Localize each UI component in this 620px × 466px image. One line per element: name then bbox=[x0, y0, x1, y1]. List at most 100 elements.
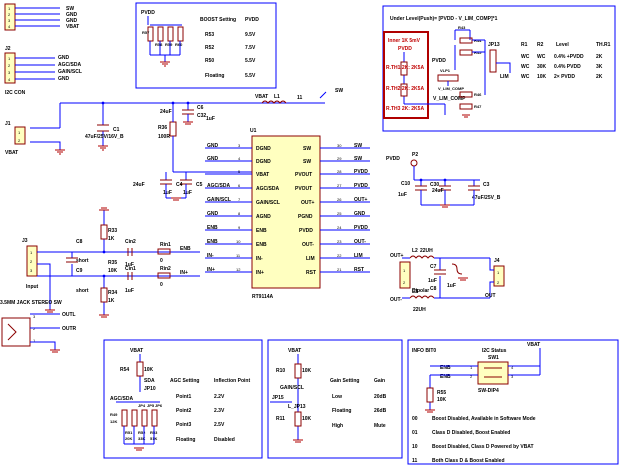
top-net-gnd2: GND bbox=[66, 18, 78, 24]
rp10-name: RST bbox=[306, 270, 316, 276]
limit-pvdd-label: PVDD bbox=[432, 58, 446, 64]
output-filter: OUT+ OUT- 1 2 L2 22UH L3 22UH C7 1uF Bip… bbox=[390, 248, 505, 313]
agc-r52-val: 33K bbox=[138, 436, 145, 441]
boost-col2: PVDD bbox=[245, 17, 259, 23]
j3-pin-2: 2 bbox=[30, 259, 33, 264]
agc-sda: SDA bbox=[144, 378, 155, 384]
rp5-name: OUT+ bbox=[301, 200, 315, 206]
j2-pin-4: 4 bbox=[8, 77, 11, 82]
limit-t1-r2: WC bbox=[537, 54, 546, 60]
agc-row2-s: Point2 bbox=[176, 408, 191, 414]
limit-t2-level: 0.4% PVDD bbox=[554, 64, 581, 70]
limit-inner-pvdd: PVDD bbox=[398, 46, 412, 52]
agc-r54: R54 bbox=[120, 367, 129, 373]
c10-ref: C10 bbox=[401, 181, 410, 187]
j3-pin-1: 1 bbox=[30, 250, 33, 255]
lp10-num: 12 bbox=[236, 267, 241, 272]
j2-title: I2C CON bbox=[5, 90, 26, 96]
limit-t3-r2: 10K bbox=[537, 74, 547, 80]
l1-sw-num: 11 bbox=[297, 95, 303, 101]
agc-vbat: VBAT bbox=[130, 348, 143, 354]
gain-row2-g: 26dB bbox=[374, 408, 387, 414]
res-r35: R35 bbox=[108, 260, 117, 266]
rp9-name: LIM bbox=[306, 256, 315, 262]
rp7-name: PVDD bbox=[299, 228, 313, 234]
j3-label: Input bbox=[26, 284, 39, 290]
gain-jp-label: L_JP13 bbox=[288, 404, 306, 410]
limit-h-th: TH.R1 bbox=[596, 42, 611, 48]
lp6-name: AGND bbox=[256, 214, 271, 220]
res-r35-val: 10K bbox=[108, 268, 118, 274]
lp3-num: 5 bbox=[238, 169, 241, 174]
agc-r49-val: 12K bbox=[110, 419, 117, 424]
lp6-net: GND bbox=[207, 211, 219, 217]
limit-t1-level: 0.4% +PVDD bbox=[554, 54, 584, 60]
top-pin-2: 2 bbox=[8, 12, 11, 17]
boost-r59: R59 bbox=[165, 42, 173, 47]
chip-part: RT9114A bbox=[252, 294, 274, 300]
cin2: Cin2 bbox=[125, 239, 136, 245]
limit-row-1: R.TH1 2K: 2K5A bbox=[386, 65, 424, 71]
c3-ref: C3 bbox=[483, 182, 490, 188]
gain-jp15: JP15 bbox=[272, 395, 284, 401]
status-row1-code: 00 bbox=[412, 416, 418, 422]
lp5-net: GAIN/SCL bbox=[207, 197, 231, 203]
c32-ref: C32 bbox=[197, 113, 206, 119]
out-net-minus: OUT- bbox=[390, 297, 402, 303]
j2-connector: J2 1 2 3 4 GND AGC/SDA GAIN/SCL GND I2C … bbox=[4, 46, 82, 96]
rp4-name: PVOUT bbox=[295, 186, 312, 192]
rin2-val: 0 bbox=[160, 282, 163, 288]
jack-net-outr: OUTR bbox=[62, 326, 77, 332]
c6-ref: C6 bbox=[197, 105, 204, 111]
gain-h-setting: Gain Setting bbox=[330, 378, 359, 384]
rp10-net: RST bbox=[354, 267, 364, 273]
rp7-num: 24 bbox=[337, 225, 342, 230]
gain-row3-g: Mute bbox=[374, 423, 386, 429]
agc-row1-s: Point1 bbox=[176, 394, 191, 400]
agc-h-setting: AGC Setting bbox=[170, 378, 199, 384]
status-row2-code: 01 bbox=[412, 430, 418, 436]
limit-mid-net: V_LIM_COMP bbox=[433, 96, 466, 102]
j3-ref: J3 bbox=[22, 238, 28, 244]
status-info: INFO BIT0 bbox=[412, 348, 436, 354]
lp1-name: DGND bbox=[256, 146, 271, 152]
r36-ref: R36 bbox=[158, 125, 167, 131]
vbat-tag: VBAT bbox=[255, 94, 268, 100]
rp1-name: SW bbox=[303, 146, 311, 152]
lp9-net: IN- bbox=[207, 253, 214, 259]
rp6-num: 25 bbox=[337, 211, 342, 216]
agc-h-point: Inflection Point bbox=[214, 378, 250, 384]
lp6-num: 8 bbox=[238, 211, 241, 216]
j4-label: OUT bbox=[485, 293, 496, 299]
gain-vbat: VBAT bbox=[288, 348, 301, 354]
status-pin-4: 4 bbox=[511, 365, 514, 370]
limit-t3-r1: WC bbox=[521, 74, 530, 80]
limit-row-2: R.TH2 2K: 2K5A bbox=[386, 86, 424, 92]
c1-ref: C1 bbox=[113, 127, 120, 133]
status-row4-desc: Both Class D & Boost Enabled bbox=[432, 458, 505, 464]
boost-row2-name: R52 bbox=[205, 45, 214, 51]
rp7-net: PVDD bbox=[354, 225, 368, 231]
boost-r57: R57 bbox=[142, 30, 150, 35]
rp1-net: SW bbox=[354, 143, 362, 149]
agc-r51-val: 20K bbox=[125, 436, 132, 441]
top-net-sw: SW bbox=[66, 6, 74, 12]
sw-tag: SW bbox=[335, 88, 343, 94]
l3-value: 22UH bbox=[413, 307, 426, 313]
c7-value: 1uF bbox=[428, 278, 437, 284]
top-pin-4: 4 bbox=[8, 24, 11, 29]
res-r33: R33 bbox=[108, 228, 117, 234]
c5-value: 1uF bbox=[183, 190, 192, 196]
boost-row1-name: R53 bbox=[205, 32, 214, 38]
lp8-num: 10 bbox=[236, 239, 241, 244]
res-r33-val: 1K bbox=[108, 236, 115, 242]
status-row2-desc: Class D Disabled, Boost Enabled bbox=[432, 430, 510, 436]
j1-pin-2: 2 bbox=[18, 138, 21, 143]
c8-ref: C8 bbox=[430, 286, 437, 292]
out-jp-2: 2 bbox=[403, 280, 406, 285]
agc-row3-s: Point3 bbox=[176, 422, 191, 428]
status-sw-type: SW-DIP4 bbox=[478, 388, 499, 394]
limit-r46: R46 bbox=[474, 92, 482, 97]
rp5-net: OUT+ bbox=[354, 197, 368, 203]
l2-ref: L2 bbox=[412, 248, 418, 254]
